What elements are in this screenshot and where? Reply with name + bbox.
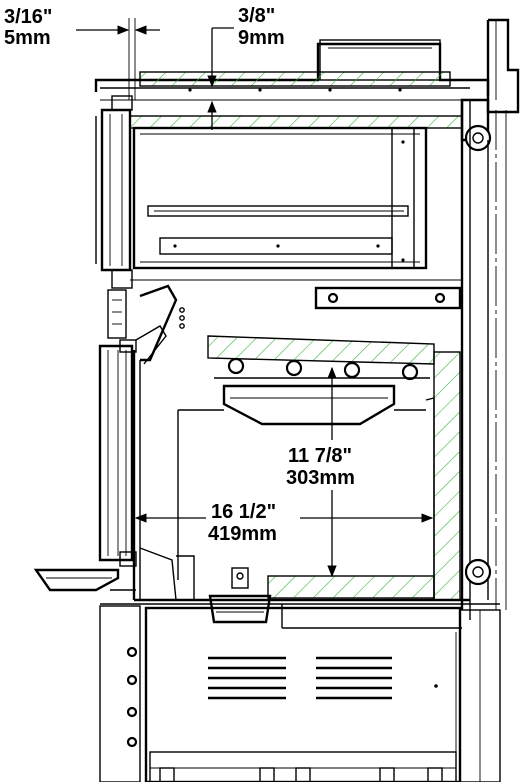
dimension-gap-side-metric: 5mm: [4, 27, 51, 49]
ash-lip: [33, 568, 136, 592]
dimension-gap-top: 3/8" 9mm: [207, 5, 285, 130]
right-lower-bolt-icon: [464, 558, 492, 586]
vent-louvers-left: [208, 656, 286, 700]
top-cover: [94, 39, 490, 101]
dimension-gap-side-imperial: 3/16": [4, 6, 52, 28]
air-tube-4: [401, 363, 419, 381]
ash-grate: [139, 547, 272, 624]
top-insulation-hatch: [139, 71, 451, 87]
middle-plate: [130, 279, 462, 310]
upper-baffle-hatch: [129, 115, 463, 129]
right-upper-bolt-icon: [464, 124, 492, 152]
dimension-gap-top-imperial: 3/8": [238, 5, 275, 27]
firebox-baffle-hatch: [207, 335, 435, 365]
dimension-firebox-width-metric: 419mm: [208, 523, 277, 545]
air-tube-2: [285, 359, 303, 377]
air-tube-3: [343, 361, 361, 379]
dimension-gap-top-metric: 9mm: [238, 27, 285, 49]
right-flue-bracket: [460, 18, 520, 152]
dimension-firebox-height-metric: 303mm: [286, 467, 355, 489]
pedestal: [99, 603, 501, 782]
right-side-wall: [460, 100, 507, 620]
vent-louvers-right: [316, 656, 392, 700]
air-tube-1: [227, 357, 245, 375]
door-latch: [107, 284, 185, 365]
dimension-firebox-height: 11 7/8" 303mm: [282, 366, 380, 578]
dimension-gap-side: 3/16" 5mm: [4, 6, 160, 100]
dimension-firebox-height-imperial: 11 7/8": [288, 445, 352, 467]
dimension-firebox-width: 16 1/2" 419mm: [134, 498, 434, 545]
floor-brick-hatch: [267, 575, 435, 599]
firebox: [132, 335, 470, 602]
right-firebrick-hatch: [433, 351, 461, 601]
upper-chamber: [129, 115, 463, 270]
lower-door: [98, 339, 137, 567]
upper-door: [95, 95, 133, 289]
dimension-firebox-width-imperial: 16 1/2": [211, 501, 276, 523]
